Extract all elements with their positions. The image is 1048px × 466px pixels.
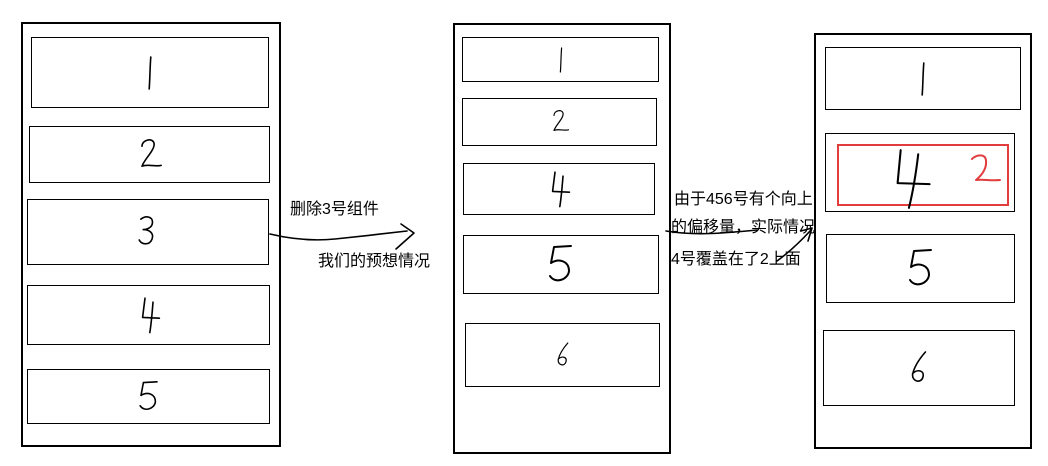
digit-2-sketch-red	[971, 154, 1001, 182]
digit-4-sketch	[141, 297, 160, 334]
original-component-5	[27, 369, 270, 424]
original-component-1	[31, 37, 269, 108]
digit-5-sketch	[138, 380, 158, 410]
delete-action-label: 删除3号组件	[290, 201, 379, 218]
arrow-to-expected-shaft	[269, 230, 408, 241]
overlap-highlight-box	[837, 144, 1009, 206]
actual-caption-line3: 4号覆盖在了2上面	[671, 251, 801, 268]
digit-1-sketch	[559, 46, 562, 73]
expected-component-4	[463, 163, 655, 215]
actual-result-panel	[814, 33, 1032, 449]
actual-component-4-over-2	[825, 133, 1015, 212]
expected-component-5	[463, 235, 659, 294]
original-list-panel	[21, 22, 281, 447]
original-component-3	[27, 199, 269, 265]
digit-6-sketch	[911, 351, 927, 382]
digit-2-sketch	[552, 110, 569, 131]
actual-caption-line2: 的偏移量，实际情况	[671, 219, 816, 236]
expected-component-6	[465, 323, 660, 387]
actual-component-6	[823, 330, 1015, 406]
original-component-2	[29, 126, 270, 183]
expected-component-1	[462, 37, 659, 82]
digit-1-sketch	[921, 61, 925, 96]
expected-caption-label: 我们的预想情况	[318, 253, 431, 270]
digit-4-sketch	[551, 171, 571, 208]
arrow-to-expected-head	[395, 223, 415, 250]
digit-5-sketch	[549, 244, 572, 281]
digit-5-sketch	[908, 248, 932, 285]
digit-4-sketch	[896, 149, 931, 209]
actual-component-5	[826, 234, 1015, 303]
digit-1-sketch	[148, 55, 152, 90]
expected-result-panel	[453, 23, 671, 454]
actual-caption-line1: 由于456号有个向上	[674, 191, 813, 208]
digit-6-sketch	[557, 342, 568, 366]
digit-3-sketch	[138, 216, 154, 245]
digit-2-sketch	[140, 138, 162, 167]
expected-component-2	[462, 98, 657, 146]
actual-component-1	[825, 47, 1021, 110]
original-component-4	[27, 285, 270, 345]
